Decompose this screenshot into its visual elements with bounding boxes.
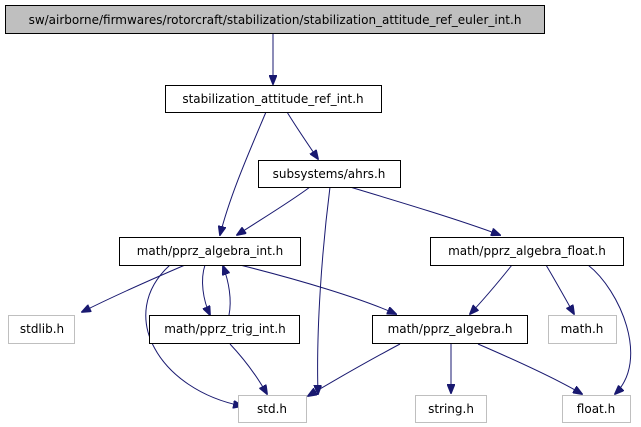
edge-alg-float-to-math (545, 264, 574, 314)
edge-alg-to-std (308, 343, 401, 396)
edge-ahrs-to-alg-int (237, 186, 311, 235)
edge-alg-int-to-stdlib (82, 264, 186, 312)
node-string[interactable]: string.h (415, 395, 487, 423)
node-root[interactable]: sw/airborne/firmwares/rotorcraft/stabili… (5, 5, 545, 34)
node-alg-float[interactable]: math/pprz_algebra_float.h (430, 237, 624, 266)
node-ref-int-label: stabilization_attitude_ref_int.h (182, 92, 363, 106)
edge-alg-int-to-alg (239, 264, 396, 314)
node-string-label: string.h (428, 402, 474, 416)
node-trig-int[interactable]: math/pprz_trig_int.h (149, 315, 300, 344)
edge-alg-float-to-float (587, 264, 632, 394)
node-math-label: math.h (561, 322, 604, 336)
node-alg-label: math/pprz_algebra.h (388, 322, 513, 336)
node-std-label: std.h (257, 402, 287, 416)
edge-trig-int-to-std (229, 343, 267, 394)
node-root-label: sw/airborne/firmwares/rotorcraft/stabili… (29, 13, 522, 27)
node-float[interactable]: float.h (562, 395, 631, 423)
node-stdlib[interactable]: stdlib.h (8, 315, 75, 344)
node-std[interactable]: std.h (238, 395, 307, 423)
node-ahrs-label: subsystems/ahrs.h (273, 167, 386, 181)
node-ref-int[interactable]: stabilization_attitude_ref_int.h (165, 85, 382, 113)
node-alg-float-label: math/pprz_algebra_float.h (448, 244, 606, 258)
edge-alg-to-float (477, 343, 582, 394)
edge-ref-int-to-ahrs (286, 111, 318, 159)
edges (82, 34, 632, 406)
node-ahrs[interactable]: subsystems/ahrs.h (258, 160, 401, 188)
edge-ref-int-to-alg-int (220, 111, 267, 235)
node-stdlib-label: stdlib.h (20, 322, 64, 336)
node-alg[interactable]: math/pprz_algebra.h (372, 315, 528, 344)
edge-trig-int-to-alg-int (223, 266, 231, 316)
node-alg-int-label: math/pprz_algebra_int.h (137, 244, 284, 258)
node-float-label: float.h (577, 402, 615, 416)
node-math[interactable]: math.h (548, 315, 617, 344)
node-trig-int-label: math/pprz_trig_int.h (164, 322, 286, 336)
edge-ahrs-to-std (318, 186, 331, 394)
node-alg-int[interactable]: math/pprz_algebra_int.h (119, 237, 301, 266)
edge-alg-int-to-std (145, 264, 242, 406)
edge-alg-float-to-alg (470, 264, 513, 314)
edge-alg-int-to-trig-int (202, 264, 210, 315)
edge-ahrs-to-alg-float (349, 186, 500, 235)
